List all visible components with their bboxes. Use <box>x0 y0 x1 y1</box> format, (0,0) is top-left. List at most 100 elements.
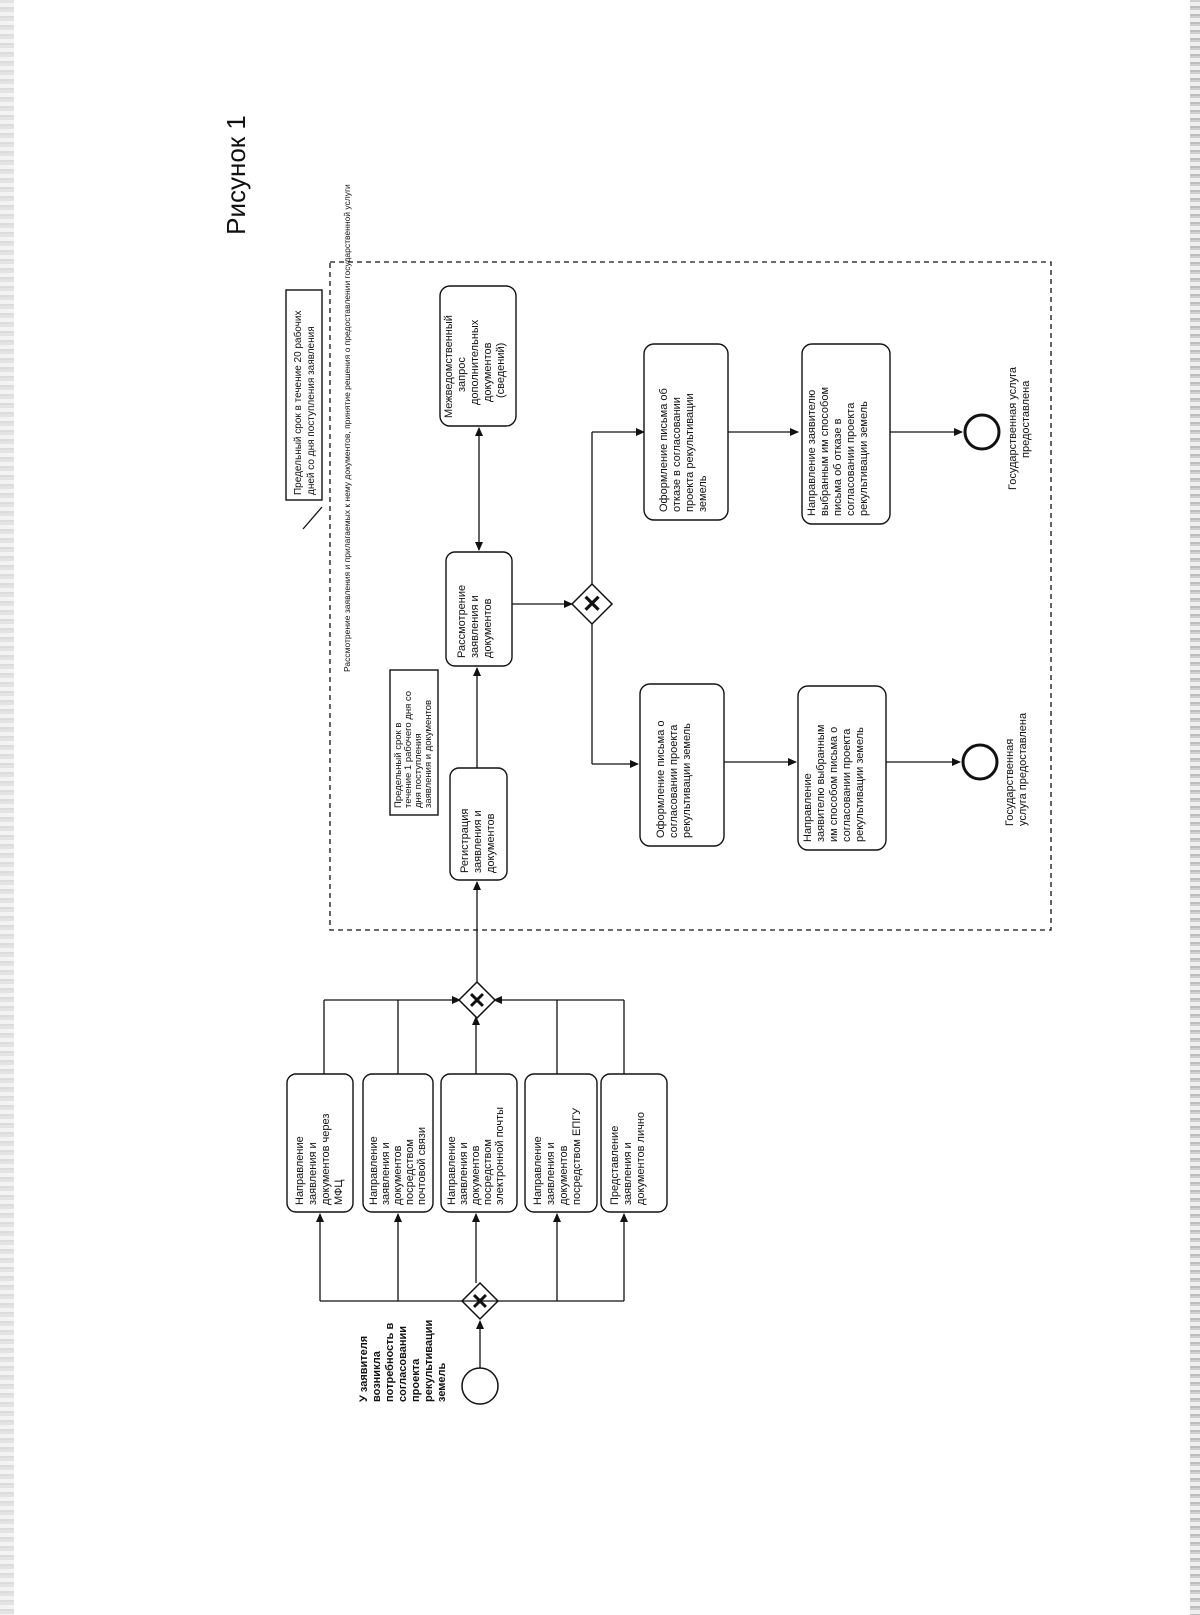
registration-deadline-note-text: Предельный срок в течение 1 рабочего дня… <box>393 691 434 808</box>
approval-l2: согласовании проекта <box>668 724 680 838</box>
refusal-l1: Оформление письма об <box>658 388 670 512</box>
channel-email-l3: документов <box>470 1145 482 1205</box>
approval-l1: Оформление письма о <box>655 720 667 838</box>
channel-post-l3: документов <box>392 1145 404 1205</box>
reg-note-l4: заявления и документов <box>423 700 434 808</box>
start-label-line-3: потребность в <box>384 1322 396 1402</box>
merge-gateway: ✕ <box>457 980 497 1020</box>
decision-gateway-symbol: ✕ <box>582 591 602 618</box>
end-approval-l2: услуга предоставлена <box>1017 712 1029 826</box>
registration-l2: заявления и <box>472 810 484 873</box>
channel-personal-l1: Представление <box>609 1126 621 1205</box>
start-label-line-7: земель <box>436 1362 448 1402</box>
channel-post-l5: почтовой связи <box>416 1127 428 1205</box>
channel-mfc-l2: заявления и <box>307 1142 319 1205</box>
send-refusal-l5: рекультивации земель <box>858 401 870 516</box>
task-refusal-letter: Оформление письма об отказе в согласован… <box>643 343 729 521</box>
interagency-l5: (сведений) <box>495 343 507 398</box>
reg-note-l3: дня поступления <box>413 733 424 808</box>
send-approval-l5: рекультивации земель <box>854 727 866 842</box>
refusal-l4: земель <box>697 475 709 512</box>
start-label-line-4: согласовании <box>397 1326 409 1402</box>
channel-email: Направление заявления и документов посре… <box>440 1073 518 1213</box>
interagency-l4: документов <box>482 342 494 402</box>
channel-email-l4: посредством <box>482 1139 494 1205</box>
send-approval-l2: заявителю выбранным <box>815 725 827 842</box>
start-label-line-1: У заявителя <box>358 1336 370 1402</box>
channel-post-l1: Направление <box>368 1136 380 1205</box>
channel-personal-l2: заявления и <box>622 1142 634 1205</box>
send-approval-l1: Направление <box>802 773 814 842</box>
task-interagency-request: Межведомственный запрос дополнительных д… <box>439 285 517 427</box>
refusal-l2: отказе в согласовании <box>671 397 683 512</box>
send-refusal-l2: выбранным им способом <box>819 387 831 516</box>
channel-epgu-l3: документов <box>558 1145 570 1205</box>
channel-personal: Представление заявления и документов лич… <box>600 1073 668 1213</box>
end-event-refusal <box>963 413 1001 451</box>
interagency-l2: запрос <box>456 357 468 392</box>
review-l2: заявления и <box>469 595 481 658</box>
task-review: Рассмотрение заявления и документов <box>445 551 513 667</box>
process-container-label: Рассмотрение заявления и прилагаемых к н… <box>342 184 352 672</box>
registration-l3: документов <box>485 813 497 873</box>
approval-l3: рекультивации земель <box>681 723 693 838</box>
start-event <box>461 1367 499 1405</box>
task-send-refusal: Направление заявителю выбранным им спосо… <box>801 343 891 525</box>
task-approval-letter: Оформление письма о согласовании проекта… <box>639 683 725 847</box>
send-refusal-l4: согласовании проекта <box>845 402 857 516</box>
overall-deadline-leader <box>302 506 323 530</box>
channel-epgu-l2: заявления и <box>545 1142 557 1205</box>
send-refusal-l1: Направление заявителю <box>806 390 818 516</box>
channel-email-l2: заявления и <box>458 1142 470 1205</box>
end-event-refusal-label: Государственная услуга предоставлена <box>1007 366 1032 490</box>
start-label-line-2: возникла <box>371 1350 383 1402</box>
channel-epgu-l4: посредством ЕПГУ <box>571 1107 583 1205</box>
overall-deadline-line-2: дней со дня поступления заявления <box>306 326 317 495</box>
start-label-line-6: рекультивации <box>423 1320 435 1402</box>
reg-note-l2: течение 1 рабочего дня со <box>403 691 414 808</box>
channel-post-l4: посредством <box>404 1139 416 1205</box>
send-approval-l4: согласовании проекта <box>841 728 853 842</box>
channel-personal-l3: документов лично <box>635 1112 647 1205</box>
task-send-approval: Направление заявителю выбранным им спосо… <box>797 685 887 851</box>
end-refusal-l1: Государственная услуга <box>1007 366 1019 490</box>
send-approval-l3: им способом письма о <box>828 727 840 842</box>
process-container <box>329 261 1052 931</box>
reg-note-l1: Предельный срок в <box>393 723 404 808</box>
start-label-line-5: проекта <box>410 1358 422 1402</box>
review-l3: документов <box>482 598 494 658</box>
channel-email-l5: электронной почты <box>494 1107 506 1205</box>
registration-l1: Регистрация <box>459 809 471 873</box>
start-event-label: У заявителя возникла потребность в согла… <box>358 1320 448 1402</box>
overall-deadline-note <box>285 289 323 501</box>
overall-deadline-note-text: Предельный срок в течение 20 рабочих дне… <box>292 311 317 495</box>
end-refusal-l2: предоставлена <box>1020 380 1032 458</box>
channel-mfc-l1: Направление <box>294 1136 306 1205</box>
channel-post-l2: заявления и <box>380 1142 392 1205</box>
channel-mfc-l3: документов через <box>320 1114 332 1205</box>
channel-epgu-l1: Направление <box>532 1136 544 1205</box>
channel-mfc-l4: МФЦ <box>333 1179 345 1205</box>
merge-gateway-symbol: ✕ <box>468 988 486 1013</box>
channel-epgu: Направление заявления и документов посре… <box>524 1073 598 1213</box>
interagency-l3: дополнительных <box>469 319 481 405</box>
decision-gateway: ✕ <box>570 582 614 626</box>
end-event-approval <box>961 743 999 781</box>
overall-deadline-line-1: Предельный срок в течение 20 рабочих <box>292 311 304 495</box>
scan-edge-left <box>0 0 14 1615</box>
refusal-l3: проекта рекультивации <box>684 393 696 512</box>
figure-title: Рисунок 1 <box>221 115 251 235</box>
scan-edge-right <box>1190 0 1200 1615</box>
end-approval-l1: Государственная <box>1004 739 1016 826</box>
registration-deadline-note <box>389 669 439 816</box>
send-refusal-l3: письма об отказе в <box>832 418 844 516</box>
review-l1: Рассмотрение <box>456 585 468 658</box>
channel-email-l1: Направление <box>446 1136 458 1205</box>
channel-post: Направление заявления и документов посре… <box>362 1073 434 1213</box>
task-registration: Регистрация заявления и документов <box>449 767 508 881</box>
end-event-approval-label: Государственная услуга предоставлена <box>1004 712 1029 826</box>
channel-mfc: Направление заявления и документов через… <box>286 1073 354 1213</box>
interagency-l1: Межведомственный <box>443 315 455 418</box>
